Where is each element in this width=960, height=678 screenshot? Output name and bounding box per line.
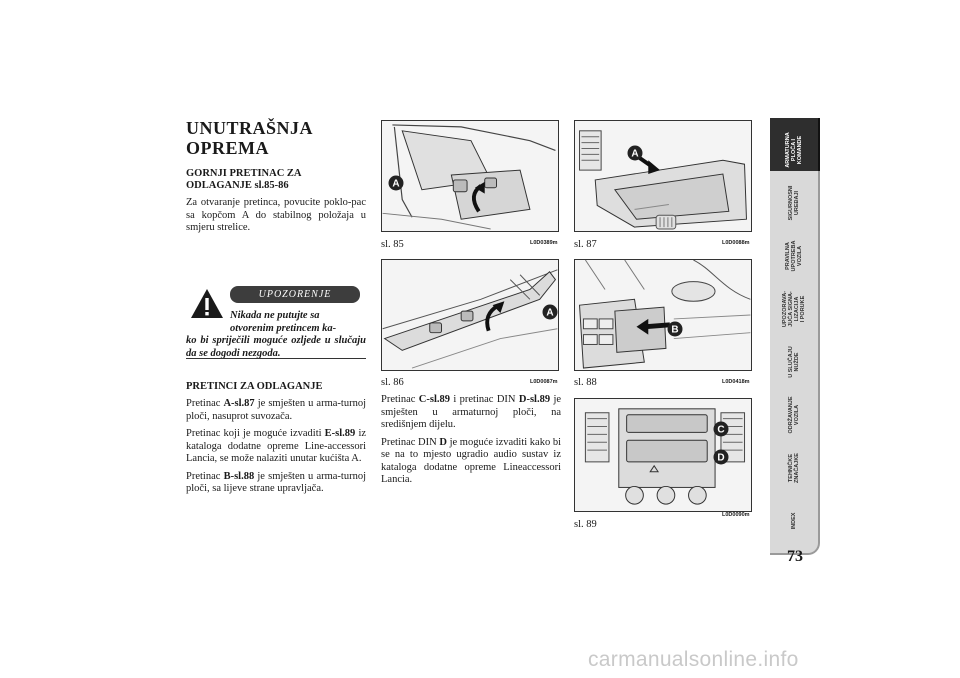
page-number: 73 bbox=[787, 548, 803, 565]
callout-a-marker: A bbox=[388, 175, 404, 191]
callout-a-marker: A bbox=[542, 304, 558, 320]
warning-box: UPOZORENJE Nikada ne putujte sa otvoreni… bbox=[186, 283, 366, 359]
storage-paragraph-1: Pretinac A-sl.87 je smješten u arma-turn… bbox=[186, 398, 366, 422]
figure-85-code: L0D0389m bbox=[530, 240, 558, 246]
callout-d-marker: D bbox=[713, 449, 729, 465]
callout-b-marker: B bbox=[667, 321, 683, 337]
upper-glovebox-heading: GORNJI PRETINAC ZA ODLAGANJE sl.85-86 bbox=[186, 168, 302, 191]
figure-86-label: sl. 86 bbox=[381, 377, 404, 388]
middle-text: Pretinac C-sl.89 i pretinac DIN D-sl.89 … bbox=[381, 394, 561, 487]
storage-section: PRETINCI ZA ODLAGANJE Pretinac A-sl.87 j… bbox=[186, 381, 366, 496]
figure-88-label: sl. 88 bbox=[574, 377, 597, 388]
figure-85-label: sl. 85 bbox=[381, 239, 404, 250]
warning-triangle-icon bbox=[191, 289, 223, 318]
upper-glovebox-lid-drawing bbox=[382, 269, 558, 369]
figure-88-code: L0D0418m bbox=[722, 379, 750, 385]
warning-divider bbox=[186, 358, 366, 359]
middle-paragraph-1: Pretinac C-sl.89 i pretinac DIN D-sl.89 … bbox=[381, 394, 562, 430]
figure-86-code: L0D0087m bbox=[530, 379, 558, 385]
figure-87-label: sl. 87 bbox=[574, 239, 597, 250]
svg-text:B: B bbox=[671, 325, 678, 336]
svg-text:A: A bbox=[631, 149, 638, 160]
svg-text:C: C bbox=[717, 425, 724, 436]
svg-text:D: D bbox=[717, 453, 724, 464]
section-title: UNUTRAŠNJA OPREMA bbox=[186, 118, 314, 158]
svg-text:A: A bbox=[546, 308, 553, 319]
warning-heading: UPOZORENJE bbox=[230, 286, 360, 303]
storage-heading: PRETINCI ZA ODLAGANJE bbox=[186, 381, 323, 392]
svg-text:A: A bbox=[392, 179, 399, 190]
figure-87-illustration: A bbox=[574, 120, 752, 232]
tab-index[interactable]: INDEX bbox=[770, 489, 820, 555]
watermark: carmanualsonline.info bbox=[588, 648, 799, 671]
figure-88-illustration: B bbox=[574, 259, 752, 371]
figure-87-code: L0D0088m bbox=[722, 240, 750, 246]
figure-86-illustration: A bbox=[381, 259, 559, 371]
figure-89-code: L0D0090m bbox=[722, 512, 750, 518]
intro-paragraph: Za otvaranje pretinca, povucite poklo-pa… bbox=[186, 197, 366, 233]
left-column: UNUTRAŠNJA OPREMA GORNJI PRETINAC ZA ODL… bbox=[186, 118, 366, 235]
warning-text: Nikada ne putujte sa otvorenim pretincem… bbox=[186, 310, 366, 359]
driver-side-storage-drawing bbox=[578, 260, 751, 369]
storage-paragraph-3: Pretinac B-sl.88 je smješten u arma-turn… bbox=[186, 470, 367, 495]
figure-89-illustration: C D bbox=[574, 398, 752, 512]
passenger-glovebox-drawing bbox=[579, 130, 747, 230]
callout-a-marker: A bbox=[627, 145, 643, 161]
middle-paragraph-2: Pretinac DIN D je moguće izvaditi kako b… bbox=[381, 436, 561, 486]
upper-glovebox-open-drawing bbox=[382, 124, 556, 230]
callout-c-marker: C bbox=[713, 421, 729, 437]
figure-85-illustration: A bbox=[381, 120, 559, 232]
storage-paragraph-2: Pretinac koji je moguće izvaditi E-sl.89… bbox=[186, 428, 367, 464]
center-console-storage-drawing bbox=[584, 408, 746, 505]
figure-89-label: sl. 89 bbox=[574, 519, 597, 530]
